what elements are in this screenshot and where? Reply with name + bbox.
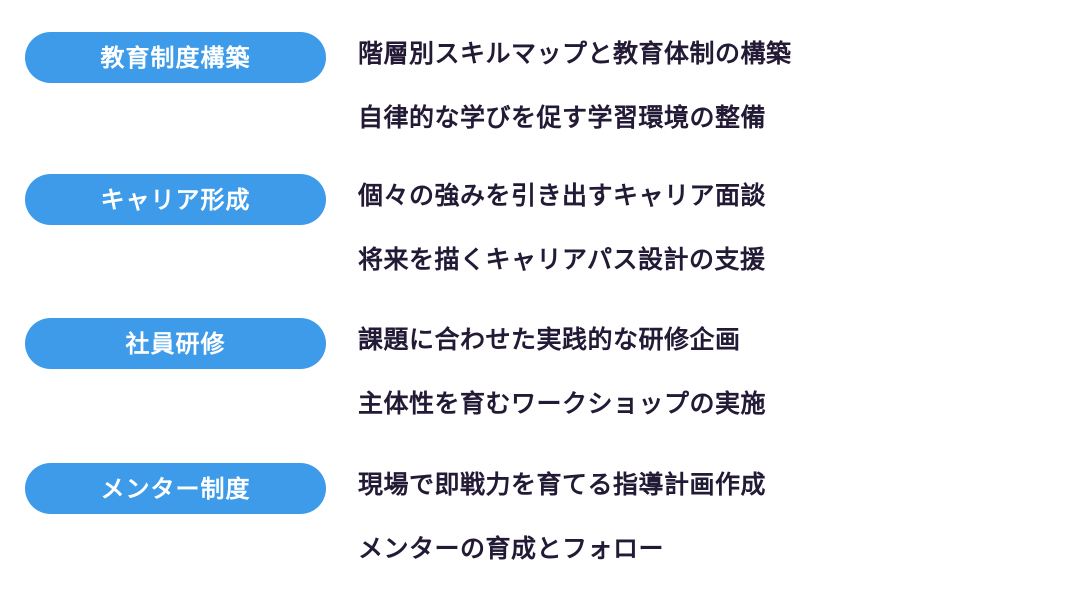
section-mentor-system: メンター制度 現場で即戦力を育てる指導計画作成 メンターの育成とフォロー [0,463,1066,603]
section-career-development: キャリア形成 個々の強みを引き出すキャリア面談 将来を描くキャリアパス設計の支援 [0,174,1066,314]
section-education-system: 教育制度構築 階層別スキルマップと教育体制の構築 自律的な学びを促す学習環境の整… [0,32,1066,172]
section-item: 現場で即戦力を育てる指導計画作成 [358,470,767,499]
section-item: 個々の強みを引き出すキャリア面談 [358,181,767,210]
section-employee-training: 社員研修 課題に合わせた実践的な研修企画 主体性を育むワークショップの実施 [0,318,1066,458]
category-pill: メンター制度 [25,463,326,514]
category-pill: 教育制度構築 [25,32,326,83]
category-pill: 社員研修 [25,318,326,369]
section-item: 将来を描くキャリアパス設計の支援 [358,245,766,274]
section-item: 階層別スキルマップと教育体制の構築 [358,39,792,68]
section-item: 課題に合わせた実践的な研修企画 [358,325,741,354]
section-item: 主体性を育むワークショップの実施 [358,389,767,418]
section-item: メンターの育成とフォロー [358,534,665,563]
section-item: 自律的な学びを促す学習環境の整備 [358,103,767,132]
category-pill: キャリア形成 [25,174,326,225]
